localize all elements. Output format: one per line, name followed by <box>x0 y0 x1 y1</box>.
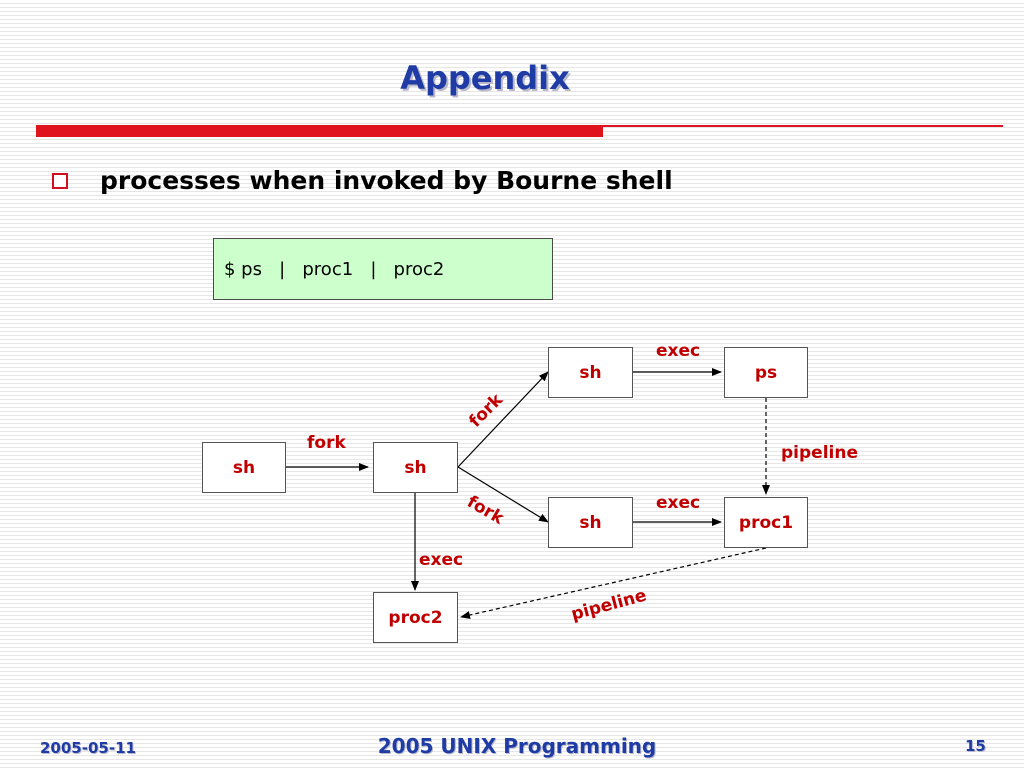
footer-page-number: 15 <box>965 737 986 755</box>
node-sh-top: sh <box>548 347 633 398</box>
label-pipeline-proc1-proc2: pipeline <box>569 586 649 625</box>
edge-fork-top <box>457 371 549 468</box>
label-exec-main: exec <box>419 550 463 570</box>
bullet-square-icon <box>52 173 68 189</box>
label-fork-top: fork <box>465 389 507 431</box>
node-sh-parent: sh <box>202 442 286 493</box>
node-proc2: proc2 <box>373 592 458 643</box>
edge-fork-bottom <box>457 466 549 523</box>
title-underline-thick <box>36 125 603 137</box>
command-text: $ ps | proc1 | proc2 <box>224 259 445 280</box>
node-proc1: proc1 <box>724 497 808 548</box>
label-exec-top: exec <box>656 341 700 361</box>
title-underline-thin <box>603 125 1003 127</box>
label-fork-main: fork <box>307 433 346 453</box>
edge-pipeline-proc1-proc2 <box>460 547 767 619</box>
node-sh-bottom: sh <box>548 497 633 548</box>
bullet-text: processes when invoked by Bourne shell <box>100 166 673 195</box>
command-box: $ ps | proc1 | proc2 <box>213 238 553 300</box>
node-sh-main: sh <box>373 442 458 493</box>
node-ps: ps <box>724 347 808 398</box>
label-pipeline-ps-proc1: pipeline <box>781 443 858 463</box>
slide-title: Appendix <box>400 59 570 97</box>
label-fork-bottom: fork <box>464 492 508 529</box>
label-exec-bottom: exec <box>656 493 700 513</box>
footer-date: 2005-05-11 <box>40 739 136 757</box>
footer-course-title: 2005 UNIX Programming <box>377 734 657 758</box>
